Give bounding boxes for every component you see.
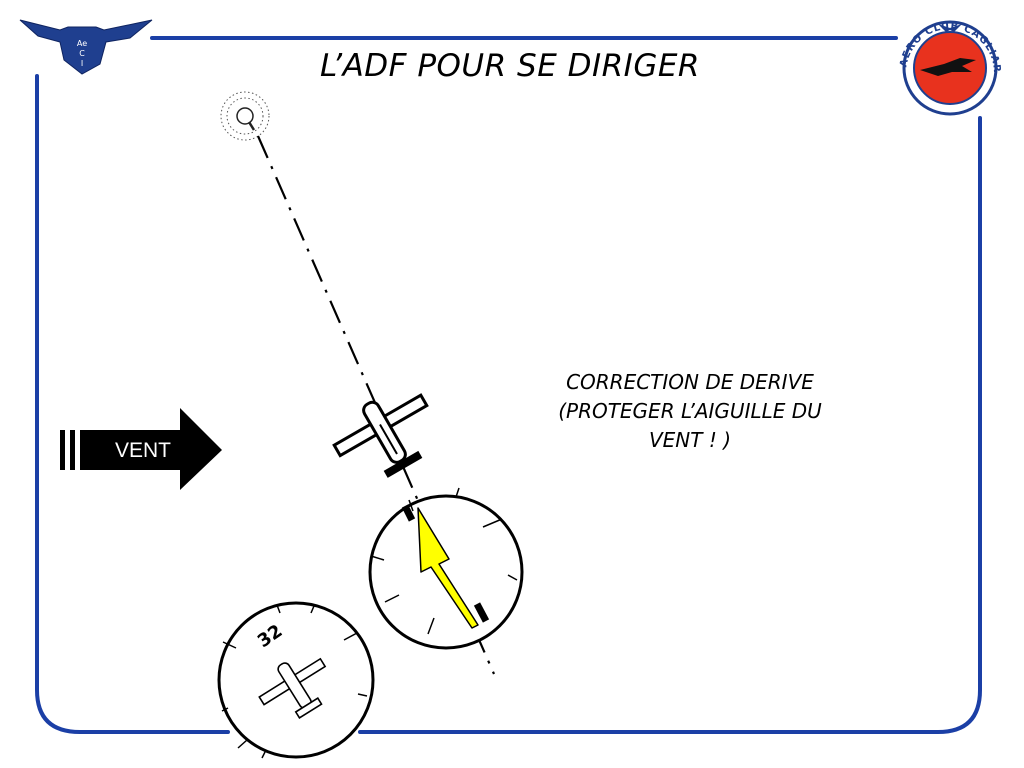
aircraft-icon	[332, 393, 429, 478]
adf-needle	[417, 507, 479, 629]
beacon-stem	[247, 121, 256, 131]
note-line-1: CORRECTION DE DERIVE	[566, 370, 814, 394]
wind-label: VENT	[115, 439, 171, 462]
note-line-3: VENT ! )	[648, 428, 732, 452]
aeci-letter-a: Ae	[77, 39, 87, 48]
beacon-dotted-mid	[226, 97, 264, 135]
aero-club-aircraft-silhouette	[920, 58, 976, 76]
adf-indicator	[368, 487, 524, 650]
wind-arrow-body	[80, 408, 222, 490]
beacon-dotted-outer	[220, 91, 270, 141]
aeci-letter-i: I	[81, 59, 83, 68]
aeci-bird-shape	[19, 19, 153, 75]
wind-bar-2	[70, 430, 75, 470]
drift-correction-note: CORRECTION DE DERIVE (PROTEGER L’AIGUILL…	[480, 368, 900, 455]
beacon-inner-circle	[236, 107, 254, 125]
aeci-logo: Ae C I	[19, 19, 153, 75]
note-line-2: (PROTEGER L’AIGUILLE DU	[558, 399, 822, 423]
adf-dial-ticks	[370, 487, 518, 635]
adf-heading-mark-top	[401, 504, 416, 522]
slide-title: L’ADF POUR SE DIRIGER	[320, 48, 700, 84]
heading-dial-ticks	[221, 604, 368, 759]
frame-bottom-line	[358, 116, 982, 734]
aircraft-fuselage-stripe	[379, 424, 398, 455]
frame-left-edge	[35, 74, 230, 734]
ndb-beacon-icon	[220, 91, 270, 141]
adf-dial-face	[368, 494, 524, 650]
aero-club-bird-mark	[938, 24, 962, 32]
aeci-letter-c: C	[79, 49, 85, 58]
aircraft-tail	[383, 450, 423, 478]
slide-frame	[35, 36, 982, 734]
heading-aircraft-icon	[258, 657, 327, 719]
wind-bar-1	[60, 430, 65, 470]
adf-heading-mark-bottom	[473, 602, 490, 623]
heading-indicator: 32	[217, 601, 375, 759]
wind-arrow-icon: VENT	[60, 408, 222, 490]
